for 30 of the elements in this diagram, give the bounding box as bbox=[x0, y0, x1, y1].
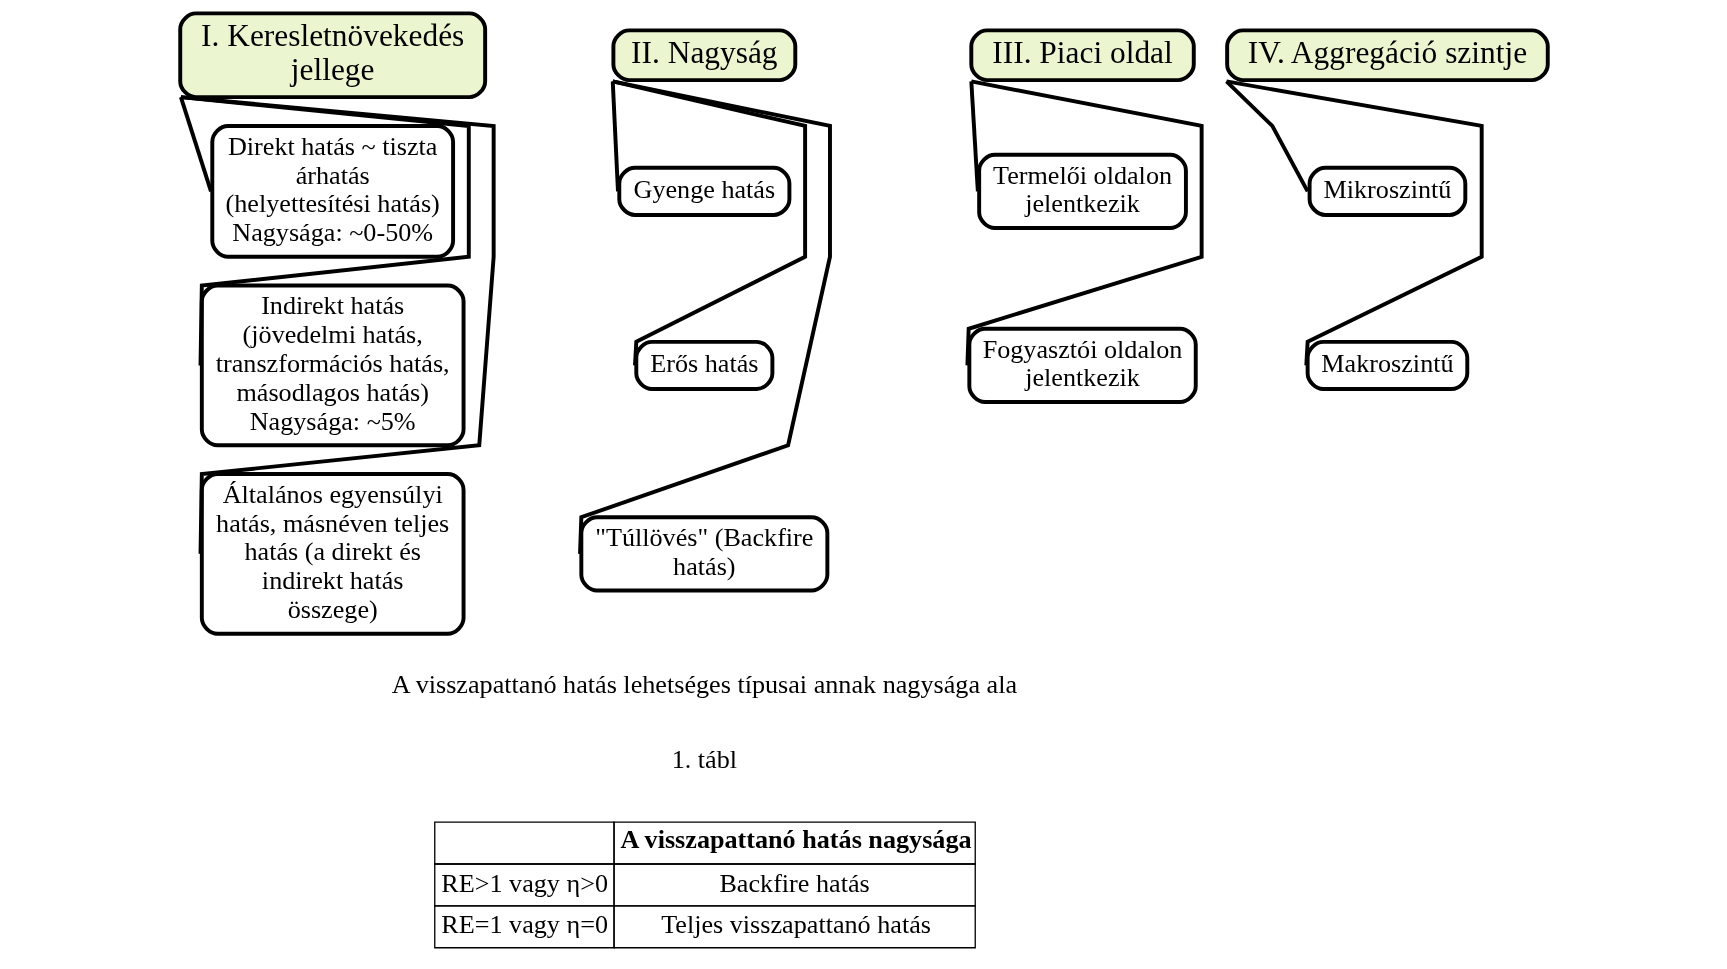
node-box: "Túllövés" (Backfire hatás) bbox=[578, 515, 829, 593]
connector bbox=[180, 95, 496, 554]
label: Teljes visszapattanó hatás bbox=[660, 910, 931, 940]
connector bbox=[611, 79, 807, 366]
label: Backfire hatás bbox=[718, 868, 870, 898]
connector bbox=[180, 95, 471, 366]
node-box: III. Piaci oldal bbox=[968, 28, 1196, 83]
node-box: IV. Aggregáció szintje bbox=[1224, 28, 1550, 83]
connector bbox=[1224, 80, 1309, 193]
label: RE=1 vagy η=0 bbox=[440, 910, 608, 940]
node-box: Erős hatás bbox=[633, 339, 774, 391]
label: RE>1 vagy η>0 bbox=[440, 868, 608, 898]
connector bbox=[968, 81, 980, 192]
connector bbox=[964, 79, 1204, 366]
node-box: Makroszintű bbox=[1305, 339, 1469, 391]
connector bbox=[610, 81, 620, 192]
node-box: Termelői oldalon jelentkezik bbox=[976, 152, 1188, 230]
node-box: Gyenge hatás bbox=[616, 165, 791, 217]
connector bbox=[178, 96, 213, 192]
label: 1. tábl bbox=[671, 745, 737, 775]
node-box: Mikroszintű bbox=[1307, 165, 1467, 217]
connector bbox=[577, 79, 832, 554]
node-box: Fogyasztói oldalon jelentkezik bbox=[966, 326, 1198, 405]
node-box: Direkt hatás ~ tiszta árhatás (helyettesítési hatás) Nagysága: ~0-50% bbox=[209, 123, 455, 259]
node-box: II. Nagyság bbox=[610, 28, 797, 83]
label: A visszapattanó hatás lehetséges típusai annak nagysága ala bbox=[391, 669, 1017, 699]
node-box: Általános egyensúlyi hatás, másnéven teljes hatás (a direkt és indirekt hatás összege) bbox=[199, 472, 466, 636]
node-box: Indirekt hatás (jövedelmi hatás, transzformációs hatás, másodlagos hatás) Nagysága: ~5% bbox=[199, 283, 466, 448]
node-box: I. Keresletnövekedés jellege bbox=[177, 11, 487, 100]
label: A visszapattanó hatás nagysága bbox=[620, 825, 972, 855]
